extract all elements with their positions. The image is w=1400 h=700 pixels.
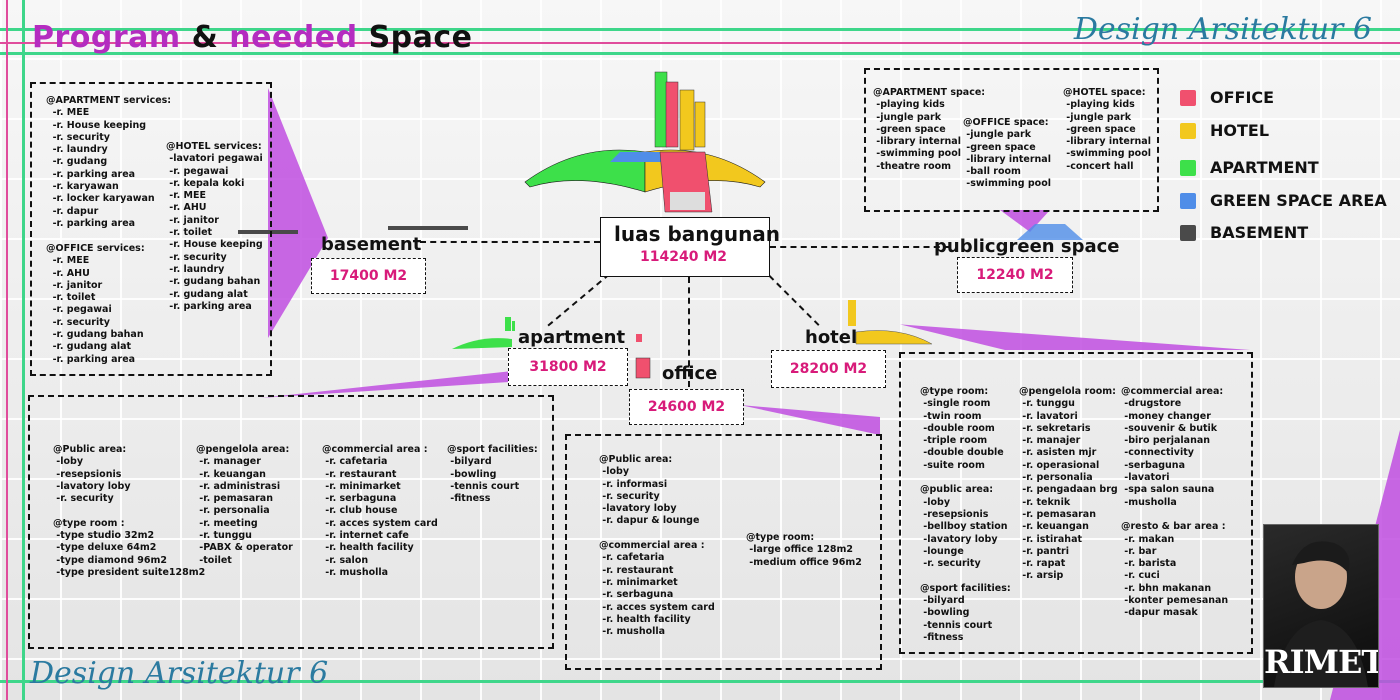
office-green-list: @OFFICE space: -jungle park -green space… xyxy=(963,117,1051,190)
guide-line-left xyxy=(22,0,25,700)
office-program-box xyxy=(565,434,882,670)
title-ampersand: & xyxy=(191,20,219,55)
hotel-program-col2: @pengelola room: -r. tunggu -r. lavatori… xyxy=(1019,386,1118,582)
green-space-value: 12240 M2 xyxy=(957,257,1073,293)
green-space-box xyxy=(864,68,1159,212)
total-area-node xyxy=(600,217,770,277)
legend-item: HOTEL xyxy=(1180,121,1269,140)
legend-label: BASEMENT xyxy=(1210,223,1309,242)
legend-swatch xyxy=(1180,89,1196,106)
hotel-label: hotel xyxy=(805,327,858,348)
legend-label: APARTMENT xyxy=(1210,158,1319,177)
office-program-col1: @Public area: -loby -r. informasi -r. se… xyxy=(599,454,715,638)
legend-swatch xyxy=(1180,159,1196,176)
apartment-green-list: @APARTMENT space: -playing kids -jungle … xyxy=(873,87,986,172)
hotel-program-box xyxy=(899,352,1253,654)
legend-swatch xyxy=(1180,224,1196,241)
legend-label: HOTEL xyxy=(1210,121,1270,140)
legend-item: GREEN SPACE AREA xyxy=(1180,191,1387,210)
watermark-top: Design Arsitektur 6 xyxy=(1073,12,1372,47)
guide-line-pink xyxy=(0,42,1400,44)
title-word-space: Space xyxy=(368,20,473,55)
apartment-program-col3: @commercial area : -r. cafetaria -r. res… xyxy=(322,444,438,578)
building-illustration xyxy=(524,71,766,213)
title-word-needed: needed xyxy=(229,20,358,55)
legend-swatch xyxy=(1180,122,1196,139)
page-title: Program & needed Space xyxy=(32,20,473,55)
apartment-program-col1: @Public area: -loby -resepsionis -lavato… xyxy=(53,444,206,578)
watermark-bottom: Design Arsitektur 6 xyxy=(30,656,329,691)
apartment-program-col4: @sport facilities: -bilyard -bowling -te… xyxy=(447,444,538,505)
profile-photo: RIMET xyxy=(1263,524,1379,688)
basement-label: basement xyxy=(321,234,422,255)
legend-item: APARTMENT xyxy=(1180,158,1319,177)
green-space-label: publicgreen space xyxy=(934,236,1120,257)
apartment-services-list: @APARTMENT services: -r. MEE -r. House k… xyxy=(46,95,172,229)
apartment-program-col2: @pengelola area: -r. manager -r. keuanga… xyxy=(196,444,293,566)
office-value: 24600 M2 xyxy=(629,389,744,425)
apartment-label: apartment xyxy=(518,327,626,348)
guide-line-top xyxy=(0,28,1400,31)
guide-line-top-2 xyxy=(0,52,1400,55)
apartment-model-icon xyxy=(452,317,515,349)
office-model-icon xyxy=(635,334,651,379)
hotel-services-list: @HOTEL services: -lavatori pegawai -r. p… xyxy=(166,141,263,312)
total-area-label: luas bangunan xyxy=(614,222,781,246)
hotel-model-icon xyxy=(848,300,933,345)
office-label: office xyxy=(662,363,718,384)
legend-item: OFFICE xyxy=(1180,88,1274,107)
office-program-col2: @type room: -large office 128m2 -medium … xyxy=(746,532,862,568)
person-silhouette-icon xyxy=(1274,541,1368,687)
hotel-program-col3: @commercial area: -drugstore -money chan… xyxy=(1121,386,1229,619)
apartment-program-box xyxy=(28,395,554,649)
legend-label: OFFICE xyxy=(1210,88,1275,107)
connector-basement xyxy=(420,241,600,243)
services-box xyxy=(30,82,272,376)
office-services-list: @OFFICE services: -r. MEE -r. AHU -r. ja… xyxy=(46,243,145,365)
guide-line-bottom xyxy=(0,680,1400,683)
basement-value: 17400 M2 xyxy=(311,258,426,294)
green-model-icon xyxy=(1017,224,1083,240)
connector-green xyxy=(770,246,950,248)
total-area-value: 114240 M2 xyxy=(640,249,727,265)
basement-model-icon xyxy=(238,226,468,234)
guide-line-left-pink xyxy=(6,0,8,700)
profile-name: RIMET xyxy=(1264,643,1379,681)
hotel-value: 28200 M2 xyxy=(771,350,886,388)
legend-item: BASEMENT xyxy=(1180,223,1308,242)
hotel-program-col1: @type room: -single room -twin room -dou… xyxy=(920,386,1011,643)
apartment-value: 31800 M2 xyxy=(508,348,628,386)
title-word-program: Program xyxy=(32,20,181,55)
hotel-green-list: @HOTEL space: -playing kids -jungle park… xyxy=(1063,87,1151,172)
legend-swatch xyxy=(1180,192,1196,209)
legend-label: GREEN SPACE AREA xyxy=(1210,191,1387,210)
